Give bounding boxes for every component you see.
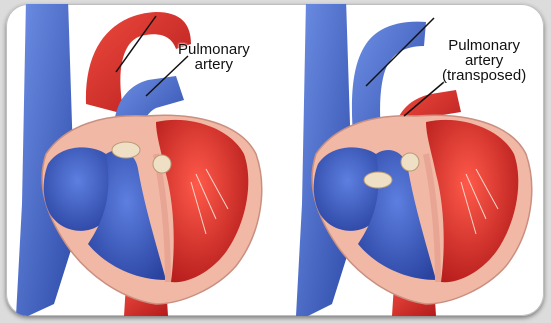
pulmonary-valve: [401, 153, 419, 171]
right-atrium: [314, 147, 382, 230]
label-pulmonary-artery-left: Pulmonary artery: [178, 42, 250, 72]
right-atrium: [44, 147, 112, 230]
pulmonary-valve: [112, 142, 140, 158]
diagram-frame: Pulmonary artery Pulmonary artery (trans…: [6, 4, 544, 316]
label-pulmonary-artery-transposed: Pulmonary artery (transposed): [442, 38, 526, 83]
aortic-valve: [153, 155, 171, 173]
aortic-valve: [364, 172, 392, 188]
